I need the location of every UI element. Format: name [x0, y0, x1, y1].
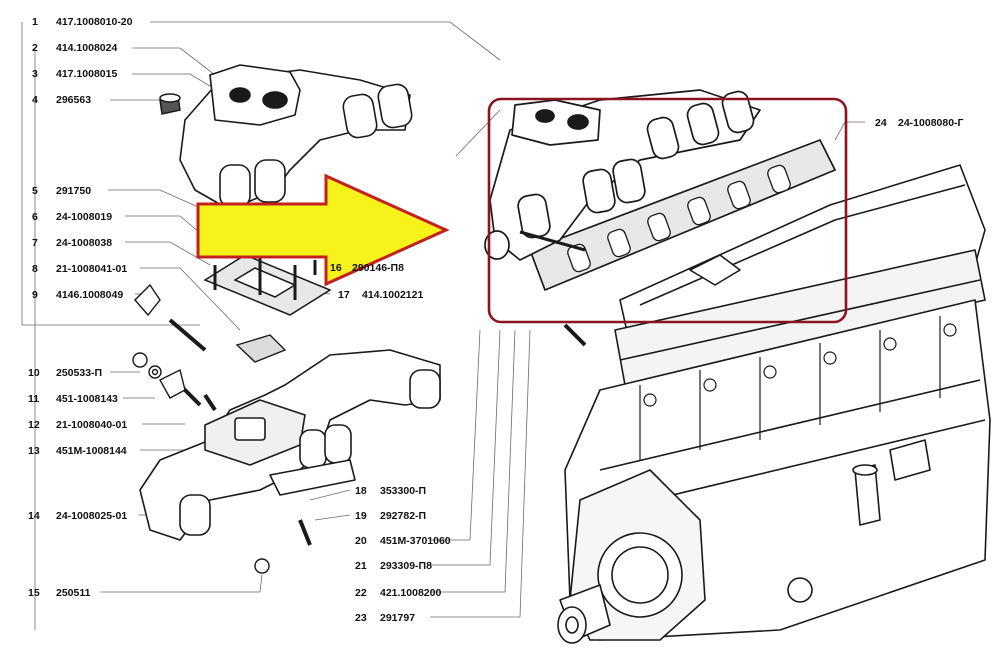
part-code: 21-1008041-01 — [56, 263, 128, 275]
callout-number: 11 — [28, 393, 40, 405]
part-code: 4146.1008049 — [56, 289, 124, 301]
part-code: 24-1008019 — [56, 211, 113, 223]
part-code: 292782-П — [380, 510, 427, 522]
callout-number: 2 — [32, 42, 38, 54]
intake-manifold-lower — [139, 349, 441, 541]
bracket-and-washers — [132, 283, 287, 574]
part-code: 421.1008200 — [380, 587, 442, 599]
part-code: 417.1008015 — [56, 68, 118, 80]
part-code: 417.1008010-20 — [56, 16, 133, 28]
part-code: 24-1008080-Г — [898, 117, 964, 129]
callout-number: 16 — [330, 262, 342, 274]
callout-number: 18 — [355, 485, 367, 497]
part-code: 353300-П — [380, 485, 427, 497]
callout-number: 7 — [32, 237, 38, 249]
part-code: 296563 — [56, 94, 92, 106]
leader-lines — [21, 21, 865, 630]
part-code: 290146-П8 — [352, 262, 404, 274]
callout-number: 14 — [28, 510, 40, 522]
callout-number: 13 — [28, 445, 40, 457]
part-code: 24-1008025-01 — [56, 510, 128, 522]
part-code: 250533-П — [56, 367, 103, 379]
part-code: 24-1008038 — [56, 237, 113, 249]
callout-number: 24 — [875, 117, 887, 129]
part-code: 451М-3701060 — [380, 535, 451, 547]
callout-number: 6 — [32, 211, 38, 223]
part-code: 451-1008143 — [56, 393, 118, 405]
callout-number: 5 — [32, 185, 38, 197]
highlight-box — [487, 97, 848, 324]
callout-number: 15 — [28, 587, 40, 599]
engine-block — [557, 164, 991, 644]
exhaust-manifold-top — [179, 64, 413, 211]
callout-number: 10 — [28, 367, 40, 379]
callout-number: 9 — [32, 289, 38, 301]
flange-gasket — [203, 254, 332, 316]
part-code: 291750 — [56, 185, 92, 197]
part-code: 414.1002121 — [362, 289, 424, 301]
small-plug — [159, 93, 181, 115]
callout-number: 23 — [355, 612, 367, 624]
callout-number: 17 — [338, 289, 350, 301]
part-code: 414.1008024 — [56, 42, 118, 54]
callout-number: 12 — [28, 419, 40, 431]
part-code: 293309-П8 — [380, 560, 432, 572]
pointer-arrow — [196, 173, 450, 287]
installed-manifold — [484, 89, 836, 291]
part-code: 451М-1008144 — [56, 445, 127, 457]
callout-number: 8 — [32, 263, 38, 275]
callout-number: 19 — [355, 510, 367, 522]
callout-number: 3 — [32, 68, 38, 80]
part-code: 21-1008040-01 — [56, 419, 128, 431]
callout-number: 22 — [355, 587, 367, 599]
callout-number: 21 — [355, 560, 367, 572]
callout-number: 20 — [355, 535, 367, 547]
part-code: 250511 — [56, 587, 91, 599]
callout-number: 4 — [32, 94, 38, 106]
callout-number: 1 — [32, 16, 38, 28]
part-code: 291797 — [380, 612, 416, 624]
